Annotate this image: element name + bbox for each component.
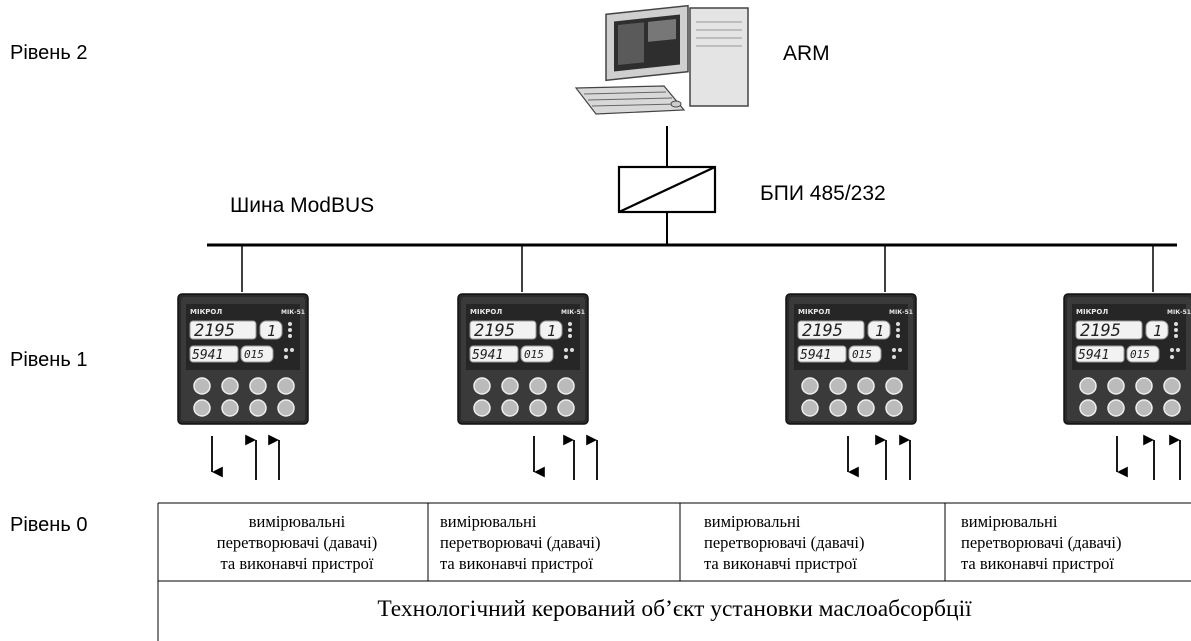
cell-line: перетворювачі (давачі): [440, 533, 601, 552]
field-devices-table: [157, 502, 1191, 641]
converter-icon: [617, 165, 717, 214]
cell-line: та виконавчі пристрої: [440, 554, 593, 573]
cell-line: та виконавчі пристрої: [961, 554, 1114, 573]
cell-line: та виконавчі пристрої: [704, 554, 857, 573]
level-2-label: Рівень 2: [10, 42, 88, 64]
bus-label: Шина ModBUS: [230, 194, 375, 217]
cell-line: вимірювальні: [440, 512, 537, 531]
field-device-cell: вимірювальні перетворювачі (давачі) та в…: [696, 511, 942, 574]
controller-2: [457, 293, 589, 425]
cell-line: та виконавчі пристрої: [220, 554, 374, 573]
field-device-cell: вимірювальні перетворювачі (давачі) та в…: [166, 511, 428, 574]
converter-label: БПИ 485/232: [760, 182, 886, 205]
process-object-label: Технологічний керований об’єкт установки…: [377, 596, 972, 622]
field-device-cell: вимірювальні перетворювачі (давачі) та в…: [432, 511, 678, 574]
level-0-label: Рівень 0: [10, 514, 88, 536]
cell-line: вимірювальні: [704, 512, 801, 531]
cell-line: перетворювачі (давачі): [961, 533, 1122, 552]
controller-3: [785, 293, 917, 425]
computer-icon: [574, 4, 749, 115]
cell-line: перетворювачі (давачі): [704, 533, 865, 552]
field-device-cell: вимірювальні перетворювачі (давачі) та в…: [953, 511, 1191, 574]
controller-1: [177, 293, 309, 425]
cell-line: перетворювачі (давачі): [216, 533, 378, 552]
arm-label: ARM: [783, 42, 830, 65]
level-1-label: Рівень 1: [10, 349, 88, 371]
cell-line: вимірювальні: [961, 512, 1058, 531]
cell-line: вимірювальні: [248, 512, 346, 531]
controller-4: [1063, 293, 1191, 425]
